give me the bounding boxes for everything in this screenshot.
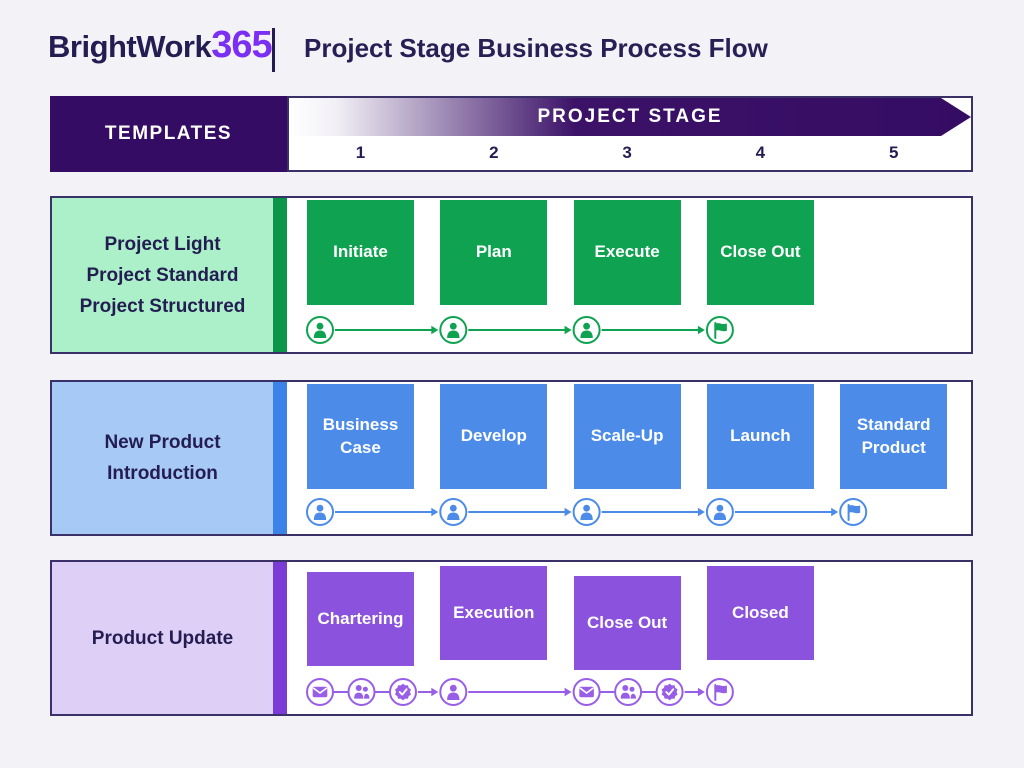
flow-arrowhead [564, 507, 572, 517]
flow-arrowhead [697, 507, 705, 517]
flow-strip-project-templates [306, 316, 734, 344]
person-icon [705, 498, 734, 526]
stage-box-launch: Launch [706, 384, 814, 489]
stage-box-label: Close Out [586, 612, 668, 632]
stage-box-chartering: Chartering [307, 572, 414, 666]
stage-box-label: Execution [453, 602, 535, 622]
stage-box-business-case: Business Case [307, 384, 414, 489]
row-accent-stripe [273, 382, 287, 534]
template-name: Project Standard [86, 264, 239, 286]
row-label-product-update: Product Update [52, 562, 273, 714]
stage-box-plan: Plan [440, 200, 548, 305]
flow-arrowhead [431, 687, 439, 697]
stage-box-develop: Develop [440, 384, 548, 489]
stage-box-label: Standard Product [856, 415, 931, 457]
header-divider [272, 28, 275, 72]
stage-box-closed: Closed [706, 566, 814, 660]
person-icon [306, 316, 334, 344]
template-name: Project Light [104, 233, 221, 255]
person-icon [306, 498, 334, 526]
stage-number-1: 1 [355, 143, 366, 162]
row-accent-stripe [273, 198, 287, 352]
stage-box-label: Business Case [322, 415, 399, 457]
stage-number-3: 3 [622, 143, 632, 162]
stage-box-initiate: Initiate [307, 200, 414, 305]
stage-box-label: Chartering [317, 608, 404, 628]
stage-box-label: Launch [730, 426, 791, 446]
stage-box-label: Scale-Up [590, 426, 664, 446]
person-icon [439, 316, 468, 344]
flow-arrowhead [564, 325, 572, 335]
flow-arrowhead [831, 507, 839, 517]
flag-icon [839, 498, 868, 526]
template-name: Product Update [91, 627, 234, 649]
stage-header: TEMPLATES PROJECT STAGE 1 2 3 4 5 [50, 96, 973, 172]
person-icon [572, 316, 601, 344]
flag-icon [705, 316, 734, 344]
template-name: Project Structured [79, 295, 246, 317]
stage-number-4: 4 [755, 143, 766, 162]
person-icon [439, 498, 468, 526]
badge-check-icon [655, 678, 684, 706]
people-icon [614, 678, 643, 706]
flow-arrowhead [697, 687, 705, 697]
mail-icon [572, 678, 601, 706]
logo-brand-text: BrightWork [48, 29, 212, 64]
row-accent-stripe [273, 562, 287, 714]
flow-arrowhead [431, 507, 439, 517]
template-name: Introduction [107, 463, 218, 484]
stage-box-standard-product: Standard Product [840, 384, 948, 489]
flow-arrowhead [564, 687, 572, 697]
project-stage-arrow [289, 98, 971, 136]
stage-box-label: Close Out [720, 242, 801, 262]
flow-strip-new-product-introduction [306, 498, 868, 526]
person-icon [439, 678, 468, 706]
page-title: Project Stage Business Process Flow [304, 33, 768, 63]
stage-box-close-out: Close Out [706, 200, 814, 305]
project-stage-panel: PROJECT STAGE 1 2 3 4 5 [287, 96, 973, 172]
stage-box-label: Closed [732, 602, 789, 622]
stage-box-label: Initiate [333, 242, 388, 262]
flow-strip-product-update [306, 678, 734, 706]
stage-box-execution: Execution [440, 566, 548, 660]
stage-box-close-out: Close Out [573, 576, 681, 670]
flow-arrowhead [431, 325, 439, 335]
stage-box-label: Plan [475, 242, 512, 262]
templates-header: TEMPLATES [50, 96, 287, 172]
logo-365-text: 365 [211, 24, 272, 66]
stage-box-label: Execute [594, 242, 660, 262]
people-icon [347, 678, 376, 706]
stage-box-execute: Execute [573, 200, 681, 305]
stage-box-scale-up: Scale-Up [573, 384, 681, 489]
flag-icon [705, 678, 734, 706]
project-stage-label: PROJECT STAGE [537, 106, 723, 127]
mail-icon [306, 678, 334, 706]
template-name: New Product [104, 432, 221, 453]
badge-check-icon [389, 678, 417, 706]
stage-number-5: 5 [888, 143, 899, 162]
stage-box-label: Develop [460, 426, 527, 446]
person-icon [572, 498, 601, 526]
stage-number-2: 2 [489, 143, 499, 162]
flow-arrowhead [697, 325, 705, 335]
